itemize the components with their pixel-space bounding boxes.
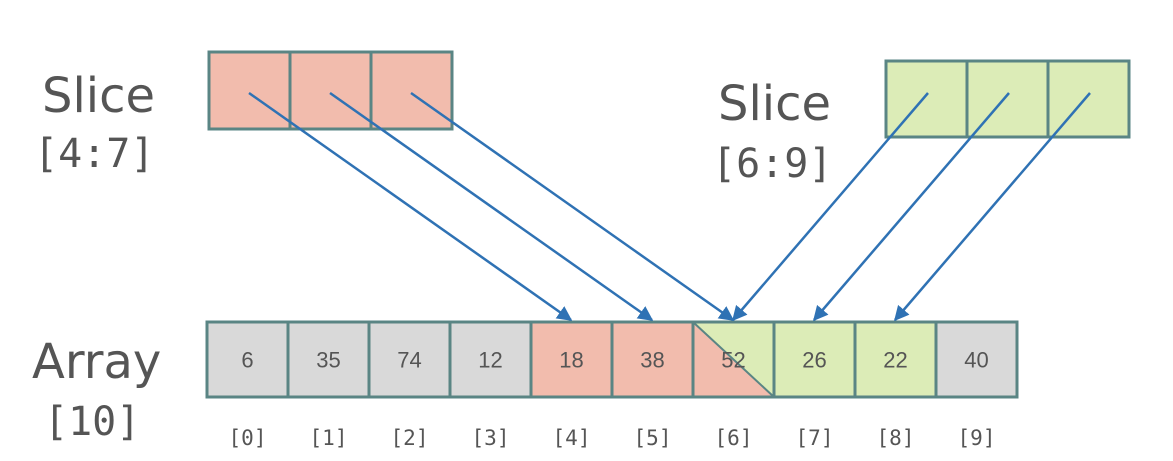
array-cell-value: 38 <box>640 348 664 373</box>
array-cell <box>610 320 695 399</box>
array-cell-value: 40 <box>964 348 988 373</box>
array-cell-index: [9] <box>958 426 996 450</box>
slice-a-cell <box>207 50 292 131</box>
array-cell-value: 18 <box>559 348 583 373</box>
array-cell <box>286 320 371 399</box>
array-cell-value: 6 <box>241 348 253 373</box>
slice-a-range: [4:7] <box>34 131 155 177</box>
array-cell-value: 52 <box>721 348 745 373</box>
slice-b-cell <box>965 59 1050 139</box>
array-cell-index: [4] <box>553 426 591 450</box>
array-cell-value: 22 <box>883 348 907 373</box>
slice-b-range: [6:9] <box>712 141 833 187</box>
array-cell-value: 35 <box>316 348 340 373</box>
array-cell-index: [5] <box>634 426 672 450</box>
array-cell-index: [6] <box>715 426 753 450</box>
array-cell-index: [2] <box>391 426 429 450</box>
array-cell-index: [0] <box>229 426 267 450</box>
array-cell-divider <box>692 321 775 398</box>
array-cell-index: [7] <box>796 426 834 450</box>
slice-b-cell <box>884 59 969 139</box>
array-cell-value: 12 <box>478 348 502 373</box>
slice-b-pointer-arrow <box>813 92 1010 322</box>
slice-a-cells <box>207 50 454 131</box>
array-cell-index: [1] <box>310 426 348 450</box>
slice-b-title: Slice <box>718 76 832 132</box>
array-cell-index: [3] <box>472 426 510 450</box>
array-cells <box>205 320 1019 399</box>
array-cell <box>853 320 938 399</box>
array-cell-index: [8] <box>877 426 915 450</box>
slice-b-cell <box>1046 59 1131 139</box>
slice-a-title: Slice <box>42 68 156 124</box>
array-cell <box>934 320 1019 399</box>
array-cell <box>448 320 533 399</box>
slice-b-cells <box>884 59 1131 139</box>
array-indices: [0] [1] [2] [3] [4] [5] [6] [7] [8] [9] <box>229 426 996 450</box>
slice-a-pointer-arrow <box>410 91 735 322</box>
array-values: 6 35 74 12 18 38 52 26 22 40 <box>241 348 988 373</box>
array-title: Array <box>32 334 162 390</box>
slice-b-pointer-arrow <box>894 92 1091 322</box>
slice-b-pointer-arrow <box>732 92 929 322</box>
slice-a-cell <box>288 50 373 131</box>
slice-a-pointer-arrow <box>329 91 654 322</box>
pointer-arrows <box>248 91 1091 322</box>
array-cell-value: 26 <box>802 348 826 373</box>
slice-a-pointer-arrow <box>248 91 573 322</box>
array-size: [10] <box>44 399 141 445</box>
array-cell-value: 74 <box>397 348 421 373</box>
slice-a-cell <box>369 50 454 131</box>
array-cell <box>772 320 857 399</box>
